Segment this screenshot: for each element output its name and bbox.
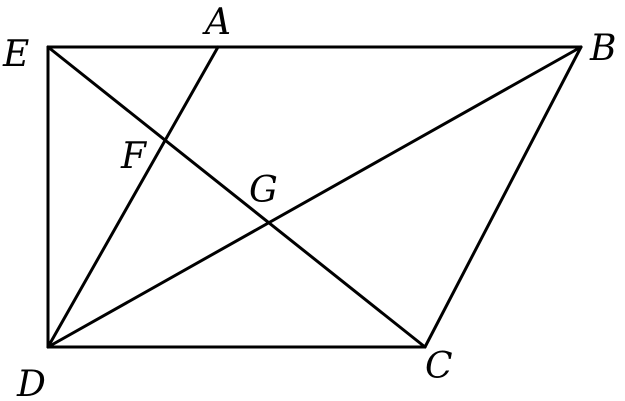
segment-CB bbox=[423, 45, 583, 349]
label-D: D bbox=[16, 364, 46, 401]
diagram-labels: A B C D E F G bbox=[2, 2, 616, 401]
label-B: B bbox=[589, 28, 616, 69]
label-G: G bbox=[249, 170, 278, 211]
label-E: E bbox=[2, 34, 29, 75]
segment-DA bbox=[46, 45, 220, 349]
label-C: C bbox=[425, 346, 453, 387]
label-A: A bbox=[202, 2, 231, 43]
label-F: F bbox=[120, 136, 148, 177]
diagram-segments bbox=[46, 45, 583, 349]
segment-DB bbox=[46, 45, 583, 349]
segment-EC bbox=[46, 45, 427, 349]
